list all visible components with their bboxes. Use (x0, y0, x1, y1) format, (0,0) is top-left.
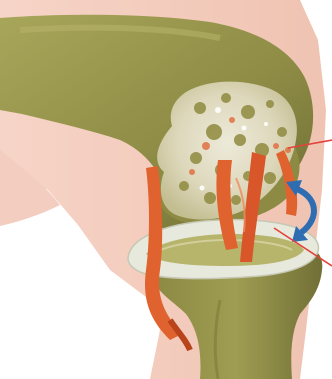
knee-joint-illustration (0, 0, 332, 379)
figure-stage (0, 0, 332, 379)
